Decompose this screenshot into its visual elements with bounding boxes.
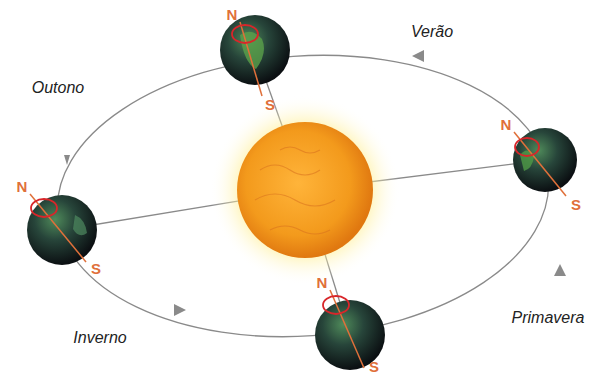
pole-label: N [317,275,328,290]
pole-label: S [571,197,581,212]
pole-label: N [227,7,238,22]
orbit-arrows [64,50,566,316]
pole-label: S [369,359,379,374]
earth-globes [27,15,577,370]
season-label: Primavera [512,310,585,326]
sun-rays [62,50,545,335]
north-pole-rings [31,25,539,314]
sun-glow [210,95,400,285]
pole-label: N [17,179,28,194]
pole-label: S [265,97,275,112]
earth-axes [30,22,566,368]
pole-label: N [501,117,512,132]
sun [237,122,373,258]
pole-label: S [91,261,101,276]
season-label: Inverno [73,330,126,346]
season-label: Outono [32,80,84,96]
sun-texture [255,147,335,234]
season-label: Verão [411,24,453,40]
orbit-line [48,39,558,353]
